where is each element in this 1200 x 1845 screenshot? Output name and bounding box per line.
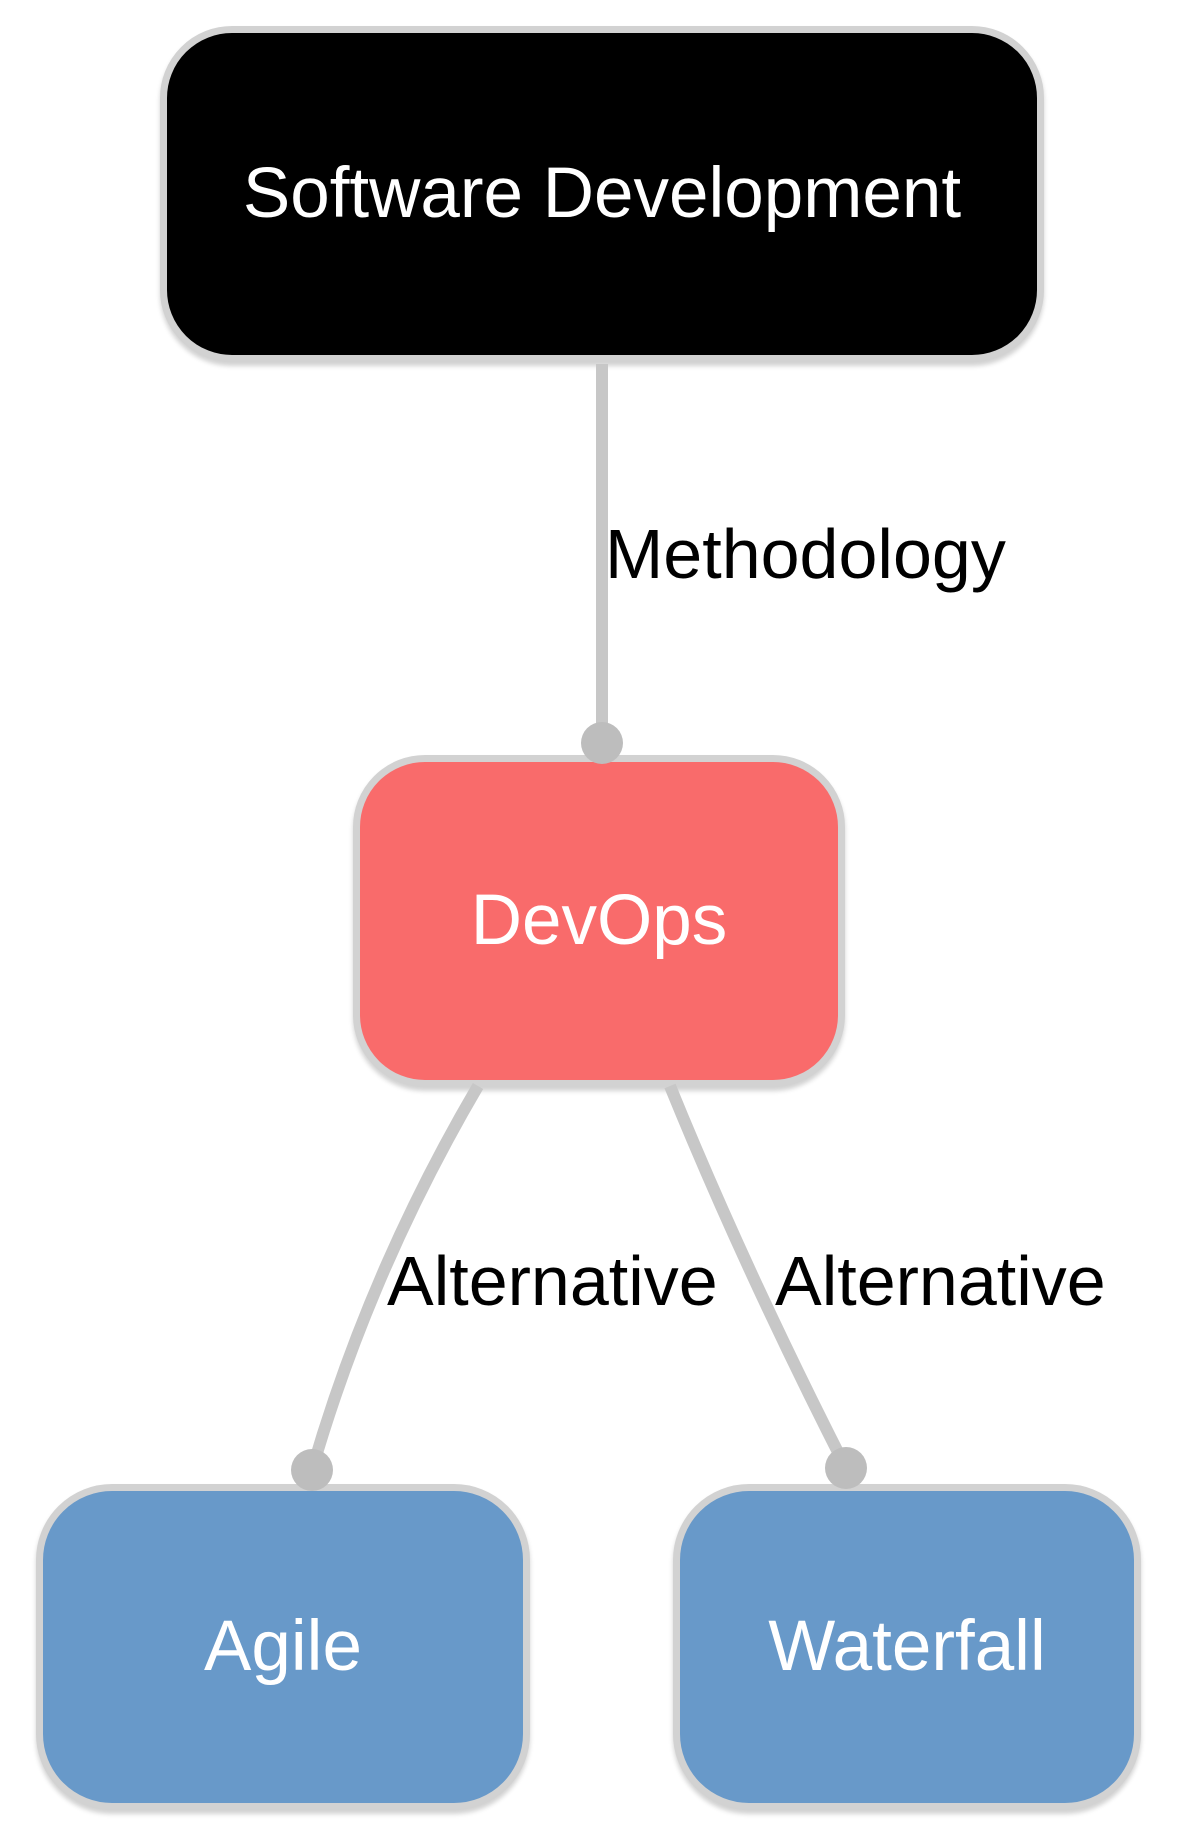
node-software-development-label: Software Development xyxy=(242,153,962,233)
node-devops-label: DevOps xyxy=(470,880,728,960)
edge-label-methodology[interactable]: Methodology xyxy=(605,515,1006,593)
node-waterfall[interactable]: Waterfall xyxy=(673,1484,1141,1810)
edge-alternative-right-endpoint-dot xyxy=(825,1447,867,1489)
edge-label-alternative-left[interactable]: Alternative xyxy=(387,1242,718,1320)
node-agile[interactable]: Agile xyxy=(36,1484,530,1810)
node-waterfall-label: Waterfall xyxy=(768,1606,1046,1686)
node-agile-label: Agile xyxy=(204,1606,362,1686)
node-software-development[interactable]: Software Development xyxy=(160,26,1044,362)
edge-label-alternative-right[interactable]: Alternative xyxy=(775,1242,1106,1320)
node-devops[interactable]: DevOps xyxy=(353,755,845,1087)
